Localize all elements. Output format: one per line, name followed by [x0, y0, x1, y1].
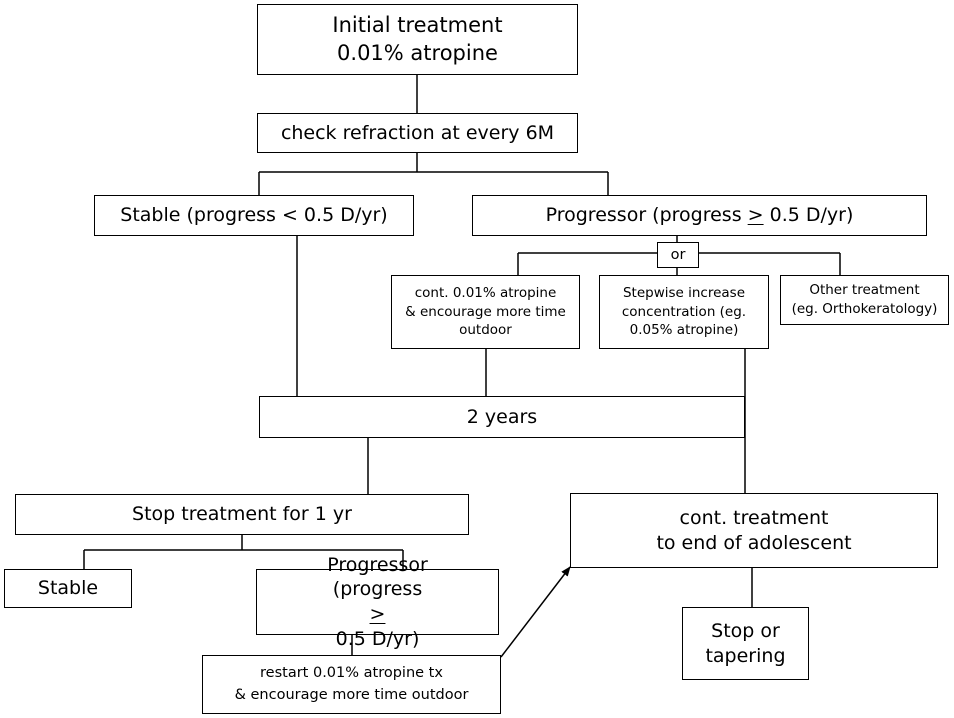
stable-box: Stable (progress < 0.5 D/yr) — [94, 195, 414, 236]
or-label: or — [670, 246, 686, 263]
cont-atropine-box: cont. 0.01% atropine & encourage more ti… — [391, 275, 580, 349]
stop-treatment-label: Stop treatment for 1 yr — [132, 503, 352, 526]
progressor-label: Progressor (progress > 0.5 D/yr) — [545, 204, 854, 227]
stable-outcome-box: Stable — [4, 569, 132, 608]
stop-or-tapering-box: Stop or tapering — [682, 607, 809, 680]
restart-line1: restart 0.01% atropine tx — [260, 665, 443, 682]
cont-treatment-box: cont. treatment to end of adolescent — [570, 493, 938, 568]
greater-equal-sign-2: > — [369, 603, 386, 625]
cont-treatment-line1: cont. treatment — [679, 506, 829, 529]
initial-treatment-box: Initial treatment 0.01% atropine — [257, 4, 578, 75]
progressor-outcome-line2: (progress > 0.5 D/yr) — [327, 577, 428, 651]
stepwise-line1: Stepwise increase — [622, 284, 746, 301]
other-treatment-line1: Other treatment — [809, 282, 920, 299]
other-treatment-box: Other treatment (eg. Orthokeratology) — [780, 275, 949, 325]
stop-or-tapering-line1: Stop or — [711, 619, 780, 642]
initial-treatment-line1: Initial treatment — [332, 13, 503, 38]
initial-treatment-line2: 0.01% atropine — [337, 40, 498, 65]
progressor-outcome-box: Progressor (progress > 0.5 D/yr) — [256, 554, 499, 650]
stable-label: Stable (progress < 0.5 D/yr) — [120, 204, 388, 227]
stepwise-line2: concentration (eg. — [621, 303, 747, 320]
stop-treatment-box: Stop treatment for 1 yr — [15, 494, 469, 535]
two-years-label: 2 years — [466, 405, 538, 428]
restart-box: restart 0.01% atropine tx & encourage mo… — [202, 655, 501, 714]
check-refraction-label: check refraction at every 6M — [280, 121, 555, 144]
progressor-box: Progressor (progress > 0.5 D/yr) — [472, 195, 927, 236]
stop-or-tapering-line2: tapering — [705, 644, 786, 667]
or-box: or — [657, 242, 699, 268]
other-treatment-line2: (eg. Orthokeratology) — [791, 301, 938, 317]
restart-line2: & encourage more time outdoor — [234, 686, 469, 703]
two-years-box: 2 years — [259, 396, 745, 438]
cont-atropine-line3: outdoor — [459, 322, 512, 339]
stepwise-line3: 0.05% atropine) — [629, 322, 739, 339]
cont-atropine-line2: & encourage more time — [405, 303, 566, 320]
stepwise-box: Stepwise increase concentration (eg. 0.0… — [599, 275, 769, 349]
check-refraction-box: check refraction at every 6M — [257, 113, 578, 153]
cont-treatment-line2: to end of adolescent — [656, 531, 852, 554]
greater-equal-sign: > — [747, 204, 764, 227]
stable-outcome-label: Stable — [37, 577, 99, 600]
cont-atropine-line1: cont. 0.01% atropine — [414, 284, 557, 301]
connector-restart-to-cont-arrow — [500, 566, 571, 658]
progressor-outcome-line1: Progressor — [327, 553, 428, 576]
